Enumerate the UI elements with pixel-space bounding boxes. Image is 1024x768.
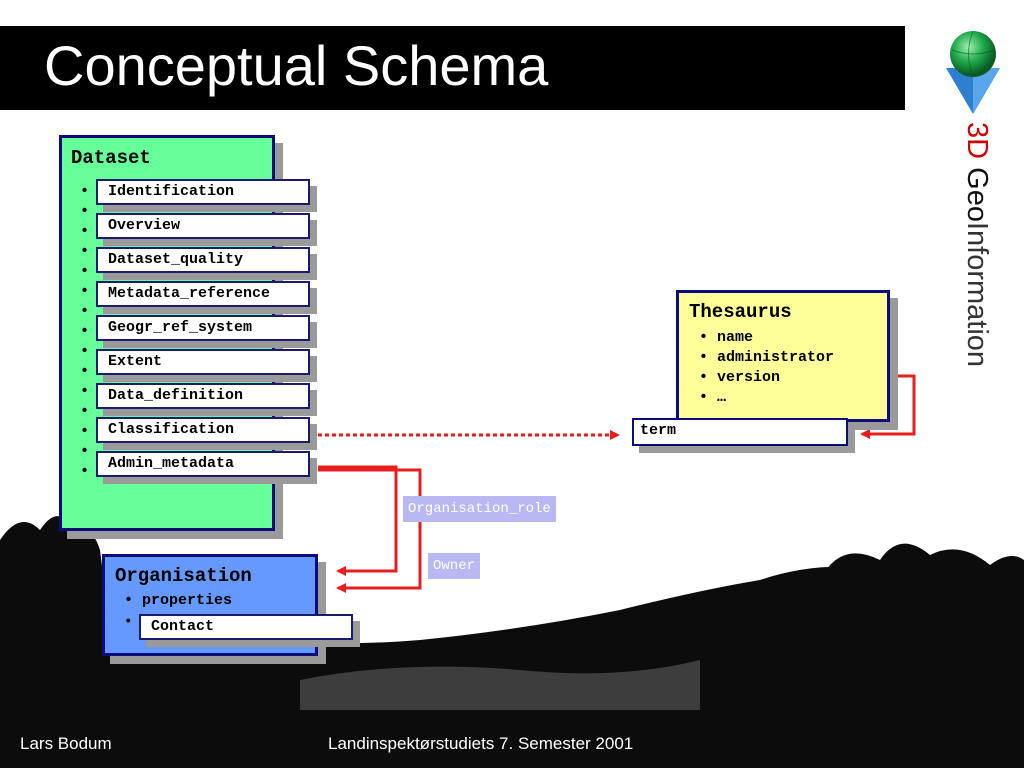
thesaurus-attribute-list: name administrator version … — [699, 328, 834, 408]
organisation-attribute-list: properties — [124, 591, 232, 611]
thesaurus-attr-administrator: administrator — [699, 348, 834, 368]
thesaurus-attr-name: name — [699, 328, 834, 348]
thesaurus-attr-ellipsis: … — [699, 388, 834, 408]
footer-author: Lars Bodum — [20, 734, 112, 753]
title-bar — [0, 26, 905, 110]
dataset-item-classification: Classification — [96, 417, 310, 443]
brand-geo: Geo — [961, 159, 993, 222]
dataset-item-dataset-quality: Dataset_quality — [96, 247, 310, 273]
brand-information: Information — [961, 221, 993, 368]
dataset-item-identification: Identification — [96, 179, 310, 205]
organisation-attr-properties: properties — [124, 591, 232, 611]
thesaurus-attr-version: version — [699, 368, 834, 388]
thesaurus-term: term — [632, 418, 848, 446]
slide-title: Conceptual Schema — [44, 34, 549, 97]
dataset-item-extent: Extent — [96, 349, 310, 375]
organisation-title: Organisation — [115, 565, 252, 587]
organisation-role-label: Organisation_role — [403, 496, 556, 522]
brand-text: 3D GeoInformation — [960, 122, 994, 367]
dataset-item-geogr-ref-system: Geogr_ref_system — [96, 315, 310, 341]
globe-logo-icon — [946, 30, 1000, 114]
dataset-item-data-definition: Data_definition — [96, 383, 310, 409]
footer-course: Landinspektørstudiets 7. Semester 2001 — [328, 734, 634, 753]
landscape-silhouette — [0, 516, 1024, 768]
dataset-item-admin-metadata: Admin_metadata — [96, 451, 310, 477]
brand-3d: 3D — [961, 122, 993, 160]
dataset-item-metadata-reference: Metadata_reference — [96, 281, 310, 307]
owner-label: Owner — [428, 553, 481, 579]
organisation-contact-bullet: • — [124, 614, 133, 630]
dataset-item-overview: Overview — [96, 213, 310, 239]
thesaurus-title: Thesaurus — [689, 301, 792, 323]
organisation-contact: Contact — [139, 614, 353, 640]
dataset-title: Dataset — [71, 147, 151, 169]
